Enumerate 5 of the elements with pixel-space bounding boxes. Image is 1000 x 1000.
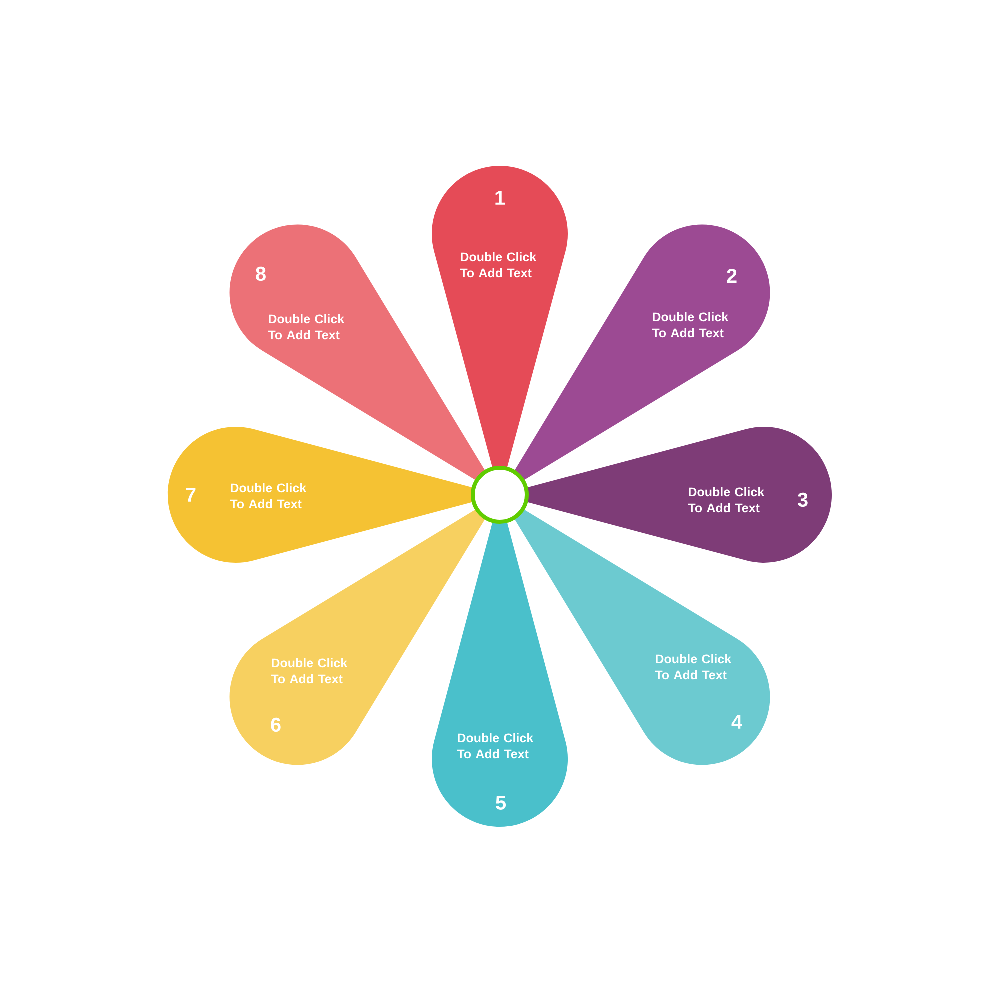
petal: 7 Double Click To Add Text: [168, 427, 500, 564]
petal: 5 Double Click To Add Text: [432, 495, 568, 827]
petal: 3 Double Click To Add Text: [500, 426, 832, 563]
center-ring: [471, 466, 529, 524]
petal: 1 Double Click To Add Text: [432, 166, 568, 495]
